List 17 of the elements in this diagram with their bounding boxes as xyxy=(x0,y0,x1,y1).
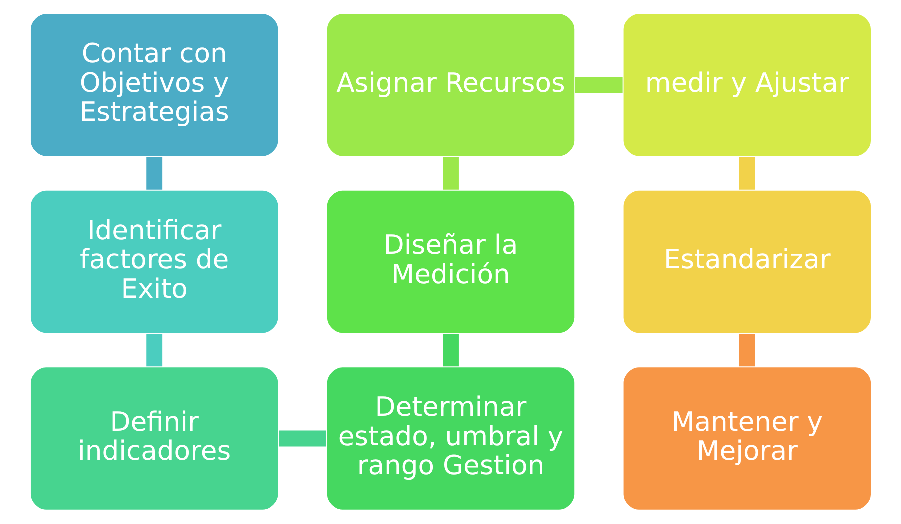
connector xyxy=(278,430,326,447)
connector xyxy=(442,334,458,367)
node-box: Mantener y Mejorar xyxy=(622,366,872,512)
node-box: Asignar Recursos xyxy=(326,12,576,158)
connector xyxy=(738,157,755,190)
node-box: Diseñar la Medición xyxy=(326,190,576,334)
connector xyxy=(442,157,458,190)
connector xyxy=(146,157,162,190)
node-box: Contar con Objetivos y Estrategias xyxy=(29,12,280,158)
node-box: medir y Ajustar xyxy=(622,12,872,158)
node-box: Determinar estado, umbral y rango Gestion xyxy=(326,366,576,512)
node-box: Identificar factores de Exito xyxy=(29,190,280,334)
node-box: Definir indicadores xyxy=(29,366,280,512)
node-box: Estandarizar xyxy=(622,190,872,334)
connector xyxy=(574,77,622,94)
connector xyxy=(738,334,755,367)
connector xyxy=(146,334,162,367)
